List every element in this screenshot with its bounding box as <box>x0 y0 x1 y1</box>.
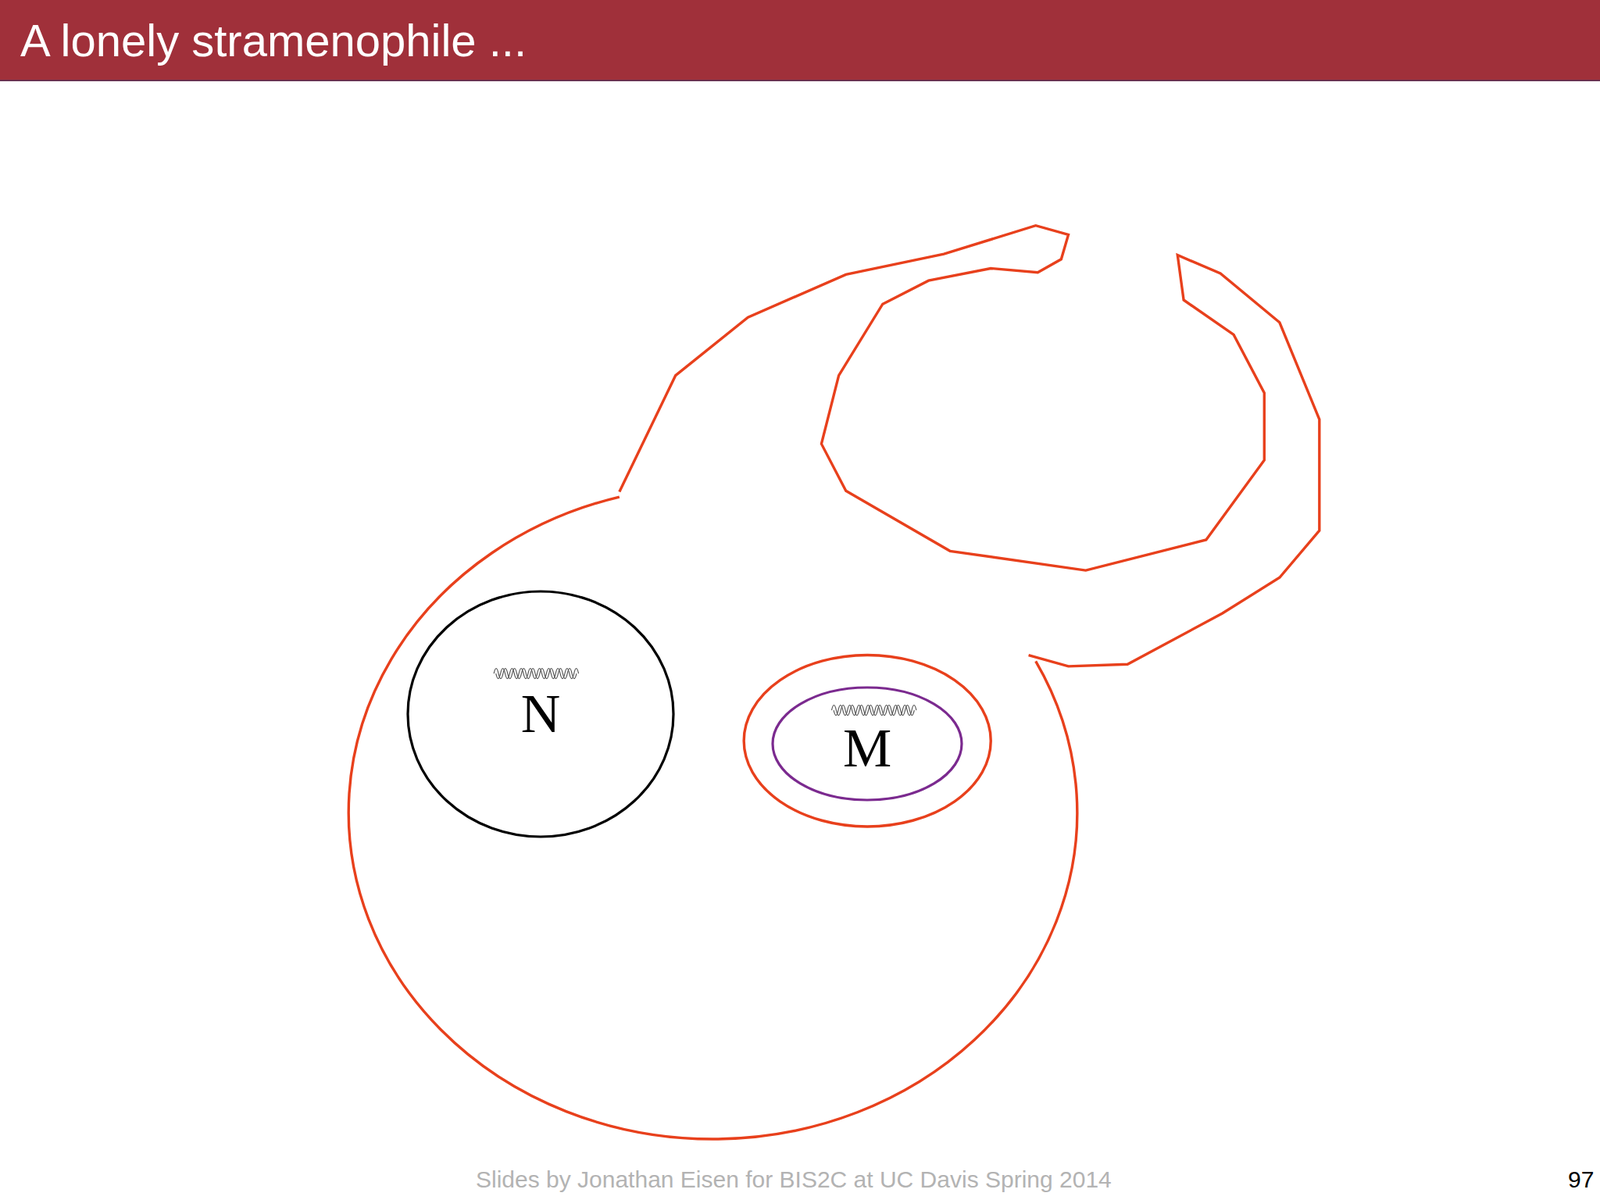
mitochondrion-inner-membrane: M <box>771 685 964 802</box>
nucleus: N <box>406 589 675 839</box>
mitochondrion-outer-membrane <box>743 655 991 827</box>
page-number: 97 <box>1567 1165 1594 1194</box>
cell-membrane <box>348 496 1078 1140</box>
slide-title: A lonely stramenophile ... <box>20 15 527 66</box>
node-label: M <box>842 717 892 779</box>
dna-helix <box>833 705 917 716</box>
dna-helix <box>496 668 579 679</box>
node-label: N <box>521 683 561 745</box>
slide-credit: Slides by Jonathan Eisen for BIS2C at UC… <box>475 1165 1112 1194</box>
membrane-ellipse <box>772 687 962 800</box>
flagellum-outline <box>619 225 1320 667</box>
membrane-ellipse <box>407 591 674 837</box>
